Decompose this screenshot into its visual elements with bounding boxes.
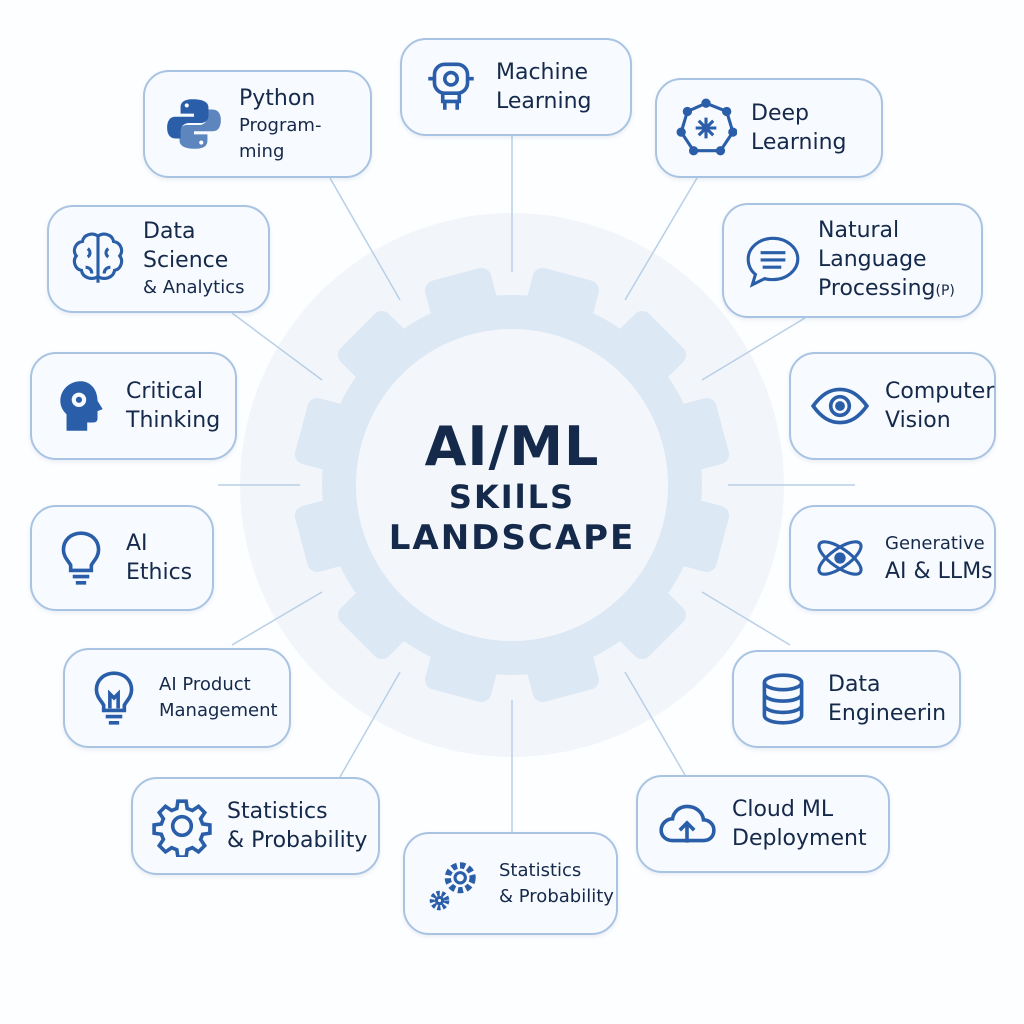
node-label-suffix: (P) xyxy=(935,282,955,299)
gear-tooth xyxy=(522,631,600,703)
node-label: & Analytics xyxy=(143,277,245,298)
node-label: Program- xyxy=(239,114,322,136)
gear-tooth xyxy=(424,631,502,703)
robot-icon xyxy=(420,56,482,118)
node-label: ming xyxy=(239,140,285,162)
chat-bubble-icon xyxy=(742,230,804,292)
python-logo-icon xyxy=(163,93,225,155)
node-label: Language xyxy=(818,246,927,272)
gear-center xyxy=(356,329,668,641)
node-label: Vision xyxy=(885,408,951,433)
node-statistics-probability-2[interactable]: Statistics & Probability xyxy=(403,832,618,935)
node-label: Deep xyxy=(751,101,809,126)
node-label: Engineerin xyxy=(828,701,947,726)
connector xyxy=(624,177,698,301)
node-label: Learning xyxy=(751,130,847,155)
node-label: Learning xyxy=(496,89,592,114)
connector xyxy=(339,671,401,778)
node-generative-ai[interactable]: Generative AI & LLMs xyxy=(789,505,996,611)
gear-tooth xyxy=(603,576,687,660)
connector xyxy=(231,312,323,381)
node-label: Thinking xyxy=(126,408,221,433)
lightbulb-icon xyxy=(83,667,145,729)
node-label: Data xyxy=(143,219,196,244)
gear-tooth xyxy=(294,397,366,475)
head-gear-icon xyxy=(50,375,112,437)
center-subtitle-2: LANDSCAPE xyxy=(388,518,636,558)
connector xyxy=(701,591,791,646)
node-label: & Probability xyxy=(499,885,614,907)
node-label: Cloud ML xyxy=(732,797,834,822)
gears-icon xyxy=(423,853,485,915)
node-label: Python xyxy=(239,85,316,111)
node-label: Machine xyxy=(496,60,589,85)
node-label: Generative xyxy=(885,532,985,554)
node-label: AI & LLMs xyxy=(885,558,993,584)
atom-icon xyxy=(809,527,871,589)
gear-tooth xyxy=(522,267,600,339)
node-label: Deployment xyxy=(732,826,867,851)
node-label: & Probability xyxy=(227,828,368,853)
center-subtitle-1: SKIlLS xyxy=(448,478,576,516)
node-label: Processing xyxy=(818,275,936,301)
node-label: Critical xyxy=(126,379,203,404)
node-label: Statistics xyxy=(227,799,328,824)
node-label: Management xyxy=(159,700,278,721)
node-cloud-ml-deployment[interactable]: Cloud ML Deployment xyxy=(636,775,890,873)
database-icon xyxy=(752,668,814,730)
node-label: Statistics xyxy=(499,859,582,881)
gear-tooth xyxy=(424,267,502,339)
gear-tooth xyxy=(603,310,687,394)
node-label: Ethics xyxy=(126,560,193,585)
connector xyxy=(624,671,686,776)
node-label: Science xyxy=(143,248,229,273)
gear-tooth xyxy=(658,397,730,475)
center-title: AI/ML xyxy=(424,415,600,478)
neural-network-icon xyxy=(675,97,738,159)
connector xyxy=(329,177,401,301)
gear-tooth xyxy=(294,495,366,573)
node-label: AI Product xyxy=(159,674,251,695)
gear-tooth xyxy=(337,576,421,660)
gear-icon xyxy=(151,795,213,859)
node-ai-ethics[interactable]: AI Ethics xyxy=(30,505,214,611)
node-label: Computer xyxy=(885,379,995,404)
connector xyxy=(701,317,806,381)
connector xyxy=(231,591,323,646)
connector-lines xyxy=(218,136,855,832)
node-label: Data xyxy=(828,672,881,697)
lightbulb-icon xyxy=(50,527,112,589)
node-statistics-probability[interactable]: Statistics & Probability xyxy=(131,777,380,875)
cloud-upload-icon xyxy=(656,793,718,855)
gear-tooth xyxy=(658,495,730,573)
gear-tooth xyxy=(337,310,421,394)
eye-icon xyxy=(809,375,871,437)
node-label: AI xyxy=(126,531,148,556)
brain-icon xyxy=(67,228,129,290)
node-label: Natural xyxy=(818,217,900,243)
